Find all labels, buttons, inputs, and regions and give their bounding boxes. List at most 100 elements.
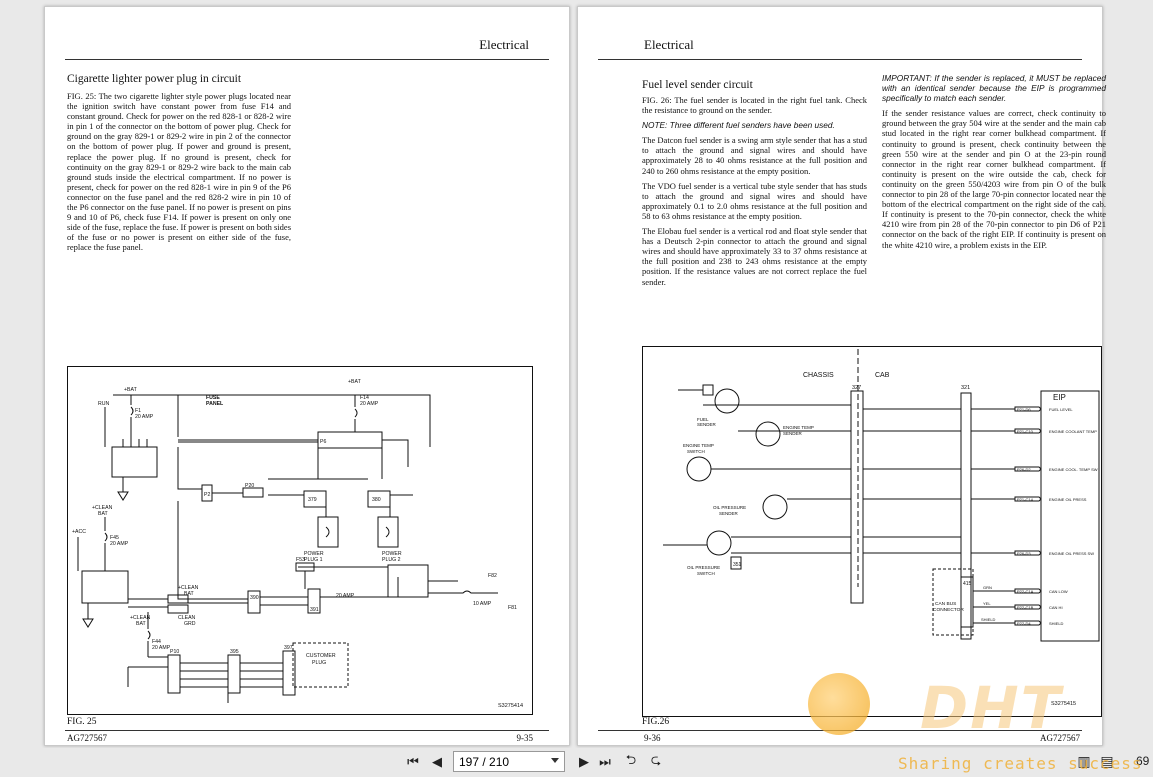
pdf-viewer-toolbar: ⏮ ◀ 197 / 210 ▶ ⏭ ⮌ ⮎ ▥ ▤ 69 xyxy=(0,748,1153,777)
label-fuel-sender: FUEL xyxy=(697,417,709,422)
footer-rule xyxy=(598,730,1082,731)
label-oil-sender: OIL PRESSURE xyxy=(713,505,746,510)
label-shield: SHIELD xyxy=(1049,621,1064,626)
label-can-hi: CAN HI xyxy=(1049,605,1063,610)
label-plug1b: PLUG 1 xyxy=(304,557,323,563)
label-c391: 391 xyxy=(310,607,319,613)
go-forward-button[interactable]: ⮎ xyxy=(647,753,665,771)
label-cab: CAB xyxy=(875,372,890,379)
zoom-level[interactable]: 69 xyxy=(1136,754,1150,768)
label-clean-bat2: +CLEAN xyxy=(178,585,199,591)
label-eip: EIP xyxy=(1053,393,1066,402)
page-header: Electrical xyxy=(644,37,694,52)
document-page-left: Electrical Cigarette lighter power plug … xyxy=(44,6,570,746)
single-page-icon: ▤ xyxy=(1100,754,1114,770)
label-c327: 327 xyxy=(852,385,861,391)
label-f82: F82 xyxy=(488,573,497,579)
label-f53: F53 xyxy=(296,557,305,563)
label-eip-oil-sw: ENGINE OIL PRESS SW xyxy=(1049,551,1094,556)
label-p2: P2 xyxy=(204,492,210,498)
label-engine-temp-sender: ENGINE TEMP xyxy=(783,425,814,430)
label-c395: 395 xyxy=(230,649,239,655)
body-paragraph: FIG. 25: The two cigarette lighter style… xyxy=(67,91,292,253)
label-can-low: CAN LOW xyxy=(1049,589,1068,594)
header-rule xyxy=(598,59,1082,60)
label-customer: CUSTOMER xyxy=(306,653,336,659)
label-eip-fuel-level: FUEL LEVEL xyxy=(1049,407,1073,412)
label-customer2: PLUG xyxy=(312,660,326,666)
footer-page-number: 9-35 xyxy=(516,733,534,743)
label-f14: F14 xyxy=(360,395,369,401)
label-p22-d4: P22-D4 xyxy=(1017,621,1031,626)
section-title: Cigarette lighter power plug in circuit xyxy=(67,73,242,85)
label-plug2b: PLUG 2 xyxy=(382,557,401,563)
footer-rule xyxy=(65,730,549,731)
footer-page-number: 9-36 xyxy=(644,733,661,743)
label-shld: SHIELD xyxy=(981,617,996,622)
note-paragraph: NOTE: Three different fuel senders have … xyxy=(642,120,835,131)
go-back-button[interactable]: ⮌ xyxy=(622,753,640,771)
previous-page-button[interactable]: ◀ xyxy=(428,753,446,771)
footer-doc-code: AG727567 xyxy=(67,733,107,743)
chevron-down-icon xyxy=(551,758,559,763)
label-clean-bat2b: BAT xyxy=(184,591,195,597)
label-can-bus: CAN BUS xyxy=(935,601,956,607)
figure-id: S3275415 xyxy=(1051,701,1076,707)
footer-doc-code: AG727567 xyxy=(1040,733,1080,743)
two-page-view-button[interactable]: ▥ xyxy=(1075,753,1093,771)
label-f44-amp: 20 AMP xyxy=(152,645,171,651)
document-page-right: Electrical Fuel level sender circuit FIG… xyxy=(577,6,1106,746)
label-clean-bat1b: BAT xyxy=(98,511,109,517)
important-paragraph: IMPORTANT: If the sender is replaced, it… xyxy=(882,73,1106,104)
label-engine-temp-switch: ENGINE TEMP xyxy=(683,443,714,448)
label-chassis: CHASSIS xyxy=(803,372,834,379)
label-f14-amp: 20 AMP xyxy=(360,401,379,407)
label-clean-grd: CLEAN xyxy=(178,615,196,621)
page-indicator: 197 / 210 xyxy=(459,754,510,769)
label-clean-bat3: +CLEAN xyxy=(130,615,151,621)
two-page-icon: ▥ xyxy=(1077,754,1091,770)
forward-arrow-icon: ⮎ xyxy=(650,753,662,768)
label-grn: GRN xyxy=(983,585,992,590)
last-page-button[interactable]: ⏭ xyxy=(596,753,614,771)
label-clean-bat3b: BAT xyxy=(136,621,147,627)
continuity-paragraph: If the sender resistance values are corr… xyxy=(882,108,1106,250)
label-c379: 379 xyxy=(308,497,317,503)
label-f81: F81 xyxy=(508,605,517,611)
label-engine-temp-sender2: SENDER xyxy=(783,431,803,436)
label-eip-oil: ENGINE OIL PRESS xyxy=(1049,497,1087,502)
right-text-column: IMPORTANT: If the sender is replaced, it… xyxy=(882,73,1106,250)
vdo-paragraph: The VDO fuel sender is a vertical tube s… xyxy=(642,180,867,221)
header-rule xyxy=(65,59,549,60)
label-yel: YEL xyxy=(983,601,991,606)
first-page-button[interactable]: ⏮ xyxy=(404,753,422,771)
label-plug1: POWER xyxy=(304,551,324,557)
first-page-icon: ⏮ xyxy=(407,754,419,770)
label-bat2: +BAT xyxy=(348,379,362,385)
previous-page-icon: ◀ xyxy=(432,754,442,770)
label-c380: 380 xyxy=(372,497,381,503)
label-20amp: 20 AMP xyxy=(336,593,355,599)
left-text-column: FIG. 26: The fuel sender is located in t… xyxy=(642,95,867,287)
label-p22-c1a: P22-C1A xyxy=(1017,589,1034,594)
label-10amp: 10 AMP xyxy=(473,601,492,607)
label-f1: F1 xyxy=(135,408,141,414)
label-oil-sender2: SENDER xyxy=(719,511,739,516)
label-p26-d2: P26-D2 xyxy=(1017,467,1031,472)
datcon-paragraph: The Datcon fuel sender is a swing arm st… xyxy=(642,135,867,176)
label-bat1: +BAT xyxy=(124,387,138,393)
wiring-diagram-fig25: +BAT RUN F1 20 AMP FUSE PANEL +BAT F14 2… xyxy=(67,366,533,715)
label-p6: P6 xyxy=(320,439,326,445)
figure-caption: FIG. 25 xyxy=(67,717,97,727)
label-p20: P20 xyxy=(245,483,254,489)
single-page-view-button[interactable]: ▤ xyxy=(1098,753,1116,771)
next-page-button[interactable]: ▶ xyxy=(575,753,593,771)
label-plug2: POWER xyxy=(382,551,402,557)
label-p10: P10 xyxy=(170,649,179,655)
fig26-paragraph: FIG. 26: The fuel sender is located in t… xyxy=(642,95,867,116)
label-oil-switch: OIL PRESSURE xyxy=(687,565,720,570)
section-title: Fuel level sender circuit xyxy=(642,79,753,91)
page-number-select[interactable]: 197 / 210 xyxy=(453,751,565,772)
label-p26-d3: P26-D3 xyxy=(1017,551,1031,556)
label-f45-amp: 20 AMP xyxy=(110,541,129,547)
